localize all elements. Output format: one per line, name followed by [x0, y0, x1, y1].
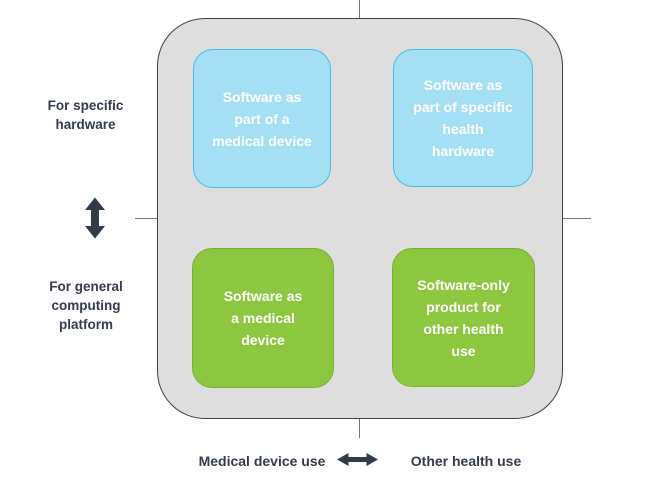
vertical-double-arrow-icon	[84, 197, 106, 239]
quadrant-software-part-of-medical-device: Software as part of a medical device	[193, 49, 331, 188]
quadrant-software-as-medical-device: Software as a medical device	[192, 248, 334, 388]
quadrant-software-only-other-health-use: Software-only product for other health u…	[392, 248, 535, 387]
quadrant-software-part-of-health-hardware: Software as part of specific health hard…	[393, 49, 533, 187]
horizontal-double-arrow-icon	[337, 453, 378, 466]
y-axis-label-general-computing-platform: For general computing platform	[49, 279, 123, 332]
x-axis-label-other-health-use: Other health use	[410, 453, 522, 469]
y-axis-label-specific-hardware: For specific hardware	[47, 98, 124, 132]
x-axis-label-medical-device-use: Medical device use	[198, 453, 326, 469]
